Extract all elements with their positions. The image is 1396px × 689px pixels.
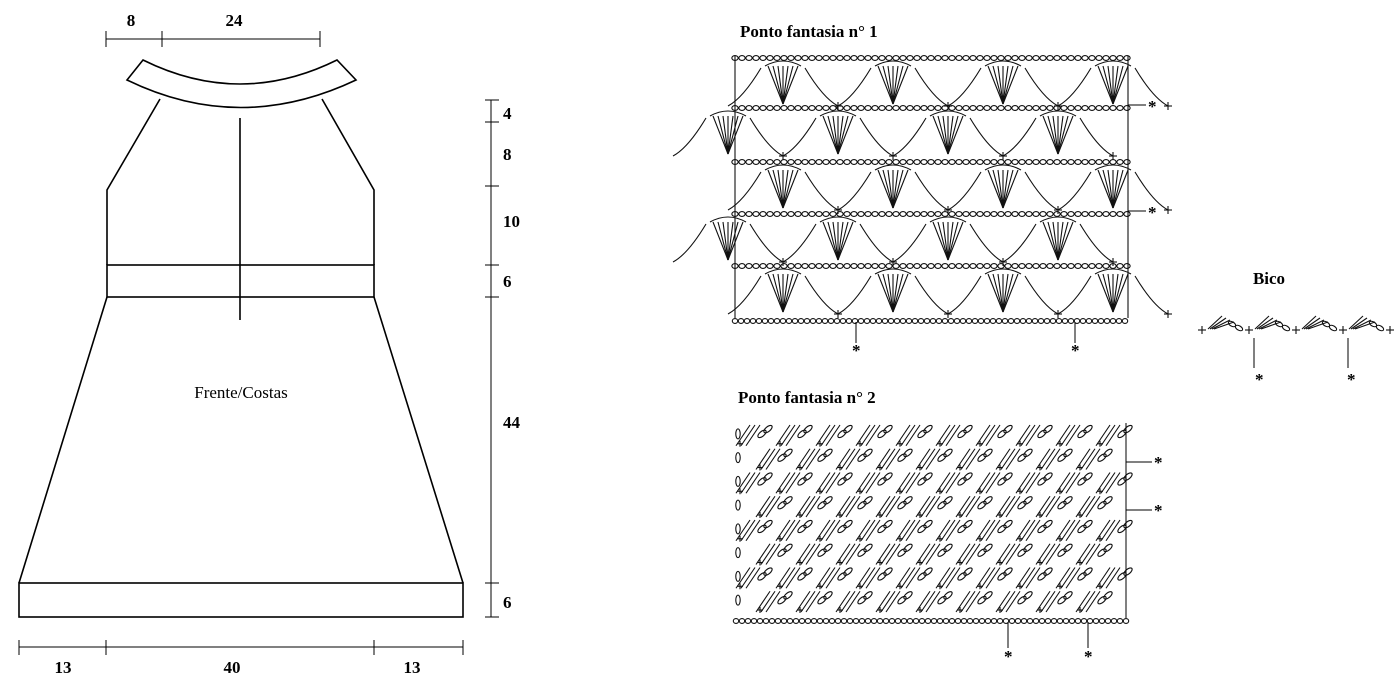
- chart-2-marker-bottom-1: *: [1004, 647, 1013, 666]
- bottom-dim-center: 40: [224, 658, 241, 677]
- bottom-dimension: 13 40 13: [18, 640, 464, 677]
- collar-band: [125, 58, 358, 109]
- bottom-dim-left: 13: [55, 658, 72, 677]
- side-dim-3: 10: [503, 212, 520, 231]
- piece-label: Frente/Costas: [194, 383, 288, 402]
- bico-chart: Bico * *: [1198, 269, 1394, 389]
- top-dim-left: 8: [127, 11, 136, 30]
- top-dimension: 8 24: [105, 11, 321, 47]
- side-dim-2: 8: [503, 145, 512, 164]
- bodice-outline: [106, 98, 375, 265]
- side-dim-5: 44: [503, 413, 521, 432]
- chart-2-marker-bottom-2: *: [1084, 647, 1093, 666]
- stitch-chart-1: Ponto fantasia n° 1 * * * *: [672, 22, 1172, 360]
- chart-1-marker-bottom-1: *: [852, 341, 861, 360]
- chart-2-marker-right-2: *: [1154, 501, 1163, 520]
- side-dim-6: 6: [503, 593, 512, 612]
- chart-1-title: Ponto fantasia n° 1: [740, 22, 878, 41]
- chart-1-marker-right-1: *: [1148, 97, 1157, 116]
- side-dim-4: 6: [503, 272, 512, 291]
- chart-2-grid: [732, 424, 1133, 624]
- stitch-chart-2: Ponto fantasia n° 2 * * * *: [732, 388, 1163, 666]
- chart-2-title: Ponto fantasia n° 2: [738, 388, 876, 407]
- bico-title: Bico: [1253, 269, 1285, 288]
- skirt-outline: [18, 296, 464, 584]
- chart-1-marker-bottom-2: *: [1071, 341, 1080, 360]
- top-dim-right: 24: [226, 11, 244, 30]
- bico-grid: [1198, 315, 1394, 334]
- side-dimension: 4 8 10 6 44 6: [485, 99, 521, 618]
- chart-2-marker-right-1: *: [1154, 453, 1163, 472]
- garment-schematic: Frente/Costas: [18, 58, 464, 618]
- side-dim-1: 4: [503, 104, 512, 123]
- hem-band: [18, 582, 464, 618]
- chart-1-grid: [672, 55, 1172, 324]
- bottom-dim-right: 13: [404, 658, 421, 677]
- bico-marker-2: *: [1347, 370, 1356, 389]
- chart-1-marker-right-2: *: [1148, 203, 1157, 222]
- bico-marker-1: *: [1255, 370, 1264, 389]
